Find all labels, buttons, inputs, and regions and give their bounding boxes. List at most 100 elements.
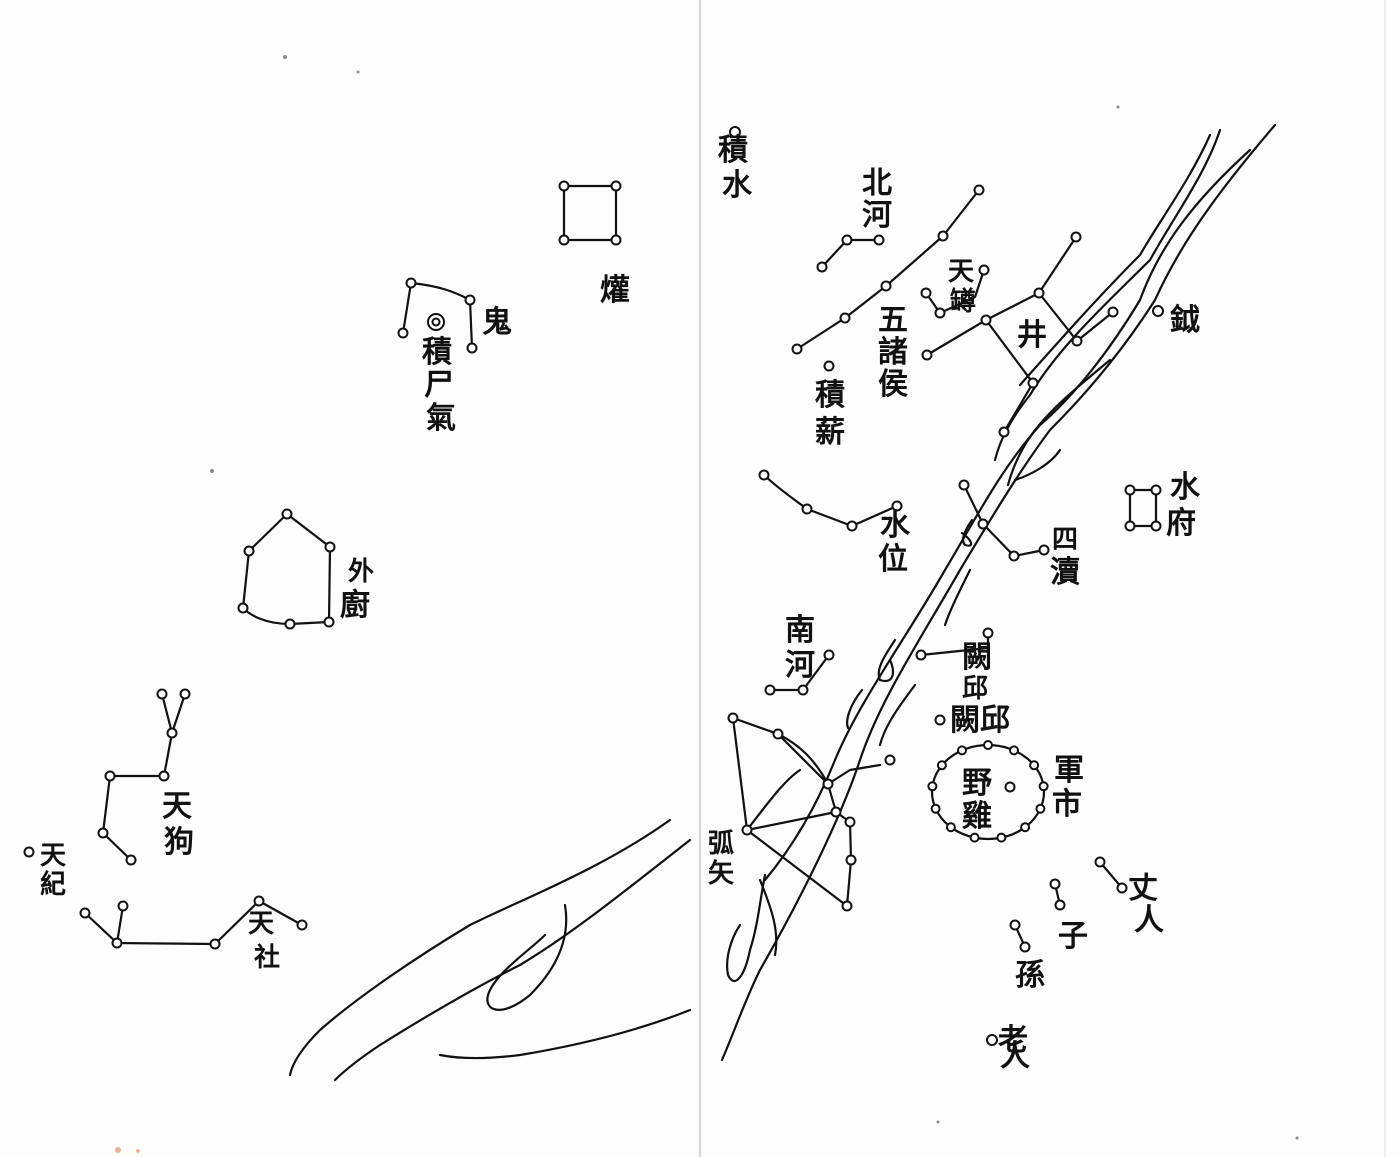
star-queqiu bbox=[982, 627, 994, 639]
star-junshi bbox=[1035, 803, 1046, 814]
paper-speck bbox=[936, 1120, 940, 1124]
asterism-sidu-lines bbox=[962, 483, 1046, 558]
label-jishiqi-1: 積 bbox=[422, 335, 452, 370]
star-sidu bbox=[977, 518, 989, 530]
star-yeji bbox=[1004, 781, 1016, 793]
star-junshi bbox=[996, 832, 1007, 843]
star-zhangren bbox=[1094, 856, 1106, 868]
star-junshi bbox=[1029, 760, 1040, 771]
label-nanhe-1: 南 bbox=[785, 613, 815, 648]
label-junshi-1: 軍 bbox=[1054, 753, 1084, 788]
star-jing bbox=[998, 426, 1010, 438]
label-jixin-1: 積 bbox=[815, 378, 845, 413]
asterism-junshi-ring bbox=[927, 740, 1049, 843]
star-huyi bbox=[822, 778, 834, 790]
asterism-shuifu-lines bbox=[1128, 488, 1158, 528]
star-shuiwei bbox=[758, 469, 770, 481]
label-zhangren-1: 丈 bbox=[1128, 871, 1158, 906]
star-shuifu bbox=[1150, 484, 1162, 496]
label-jishui-2: 水 bbox=[722, 168, 753, 203]
star-waichu bbox=[324, 541, 336, 553]
label-yeji-2: 雞 bbox=[962, 799, 992, 834]
label-shuifu-2: 府 bbox=[1166, 506, 1196, 541]
label-waichu-2: 廚 bbox=[340, 588, 370, 623]
paper-speck bbox=[136, 1149, 140, 1153]
label-tianzun-2: 罇 bbox=[950, 286, 976, 317]
label-queqiu-2: 邱 bbox=[962, 674, 988, 704]
label-shuiwei-2: 位 bbox=[878, 542, 908, 577]
paper-speck bbox=[1295, 1136, 1299, 1140]
star-laoren bbox=[986, 1034, 998, 1046]
label-tianji-2: 紀 bbox=[40, 869, 66, 900]
label-queqiu-1: 闕 bbox=[962, 640, 992, 675]
star-gui bbox=[397, 327, 409, 339]
star-wuzhuhou bbox=[973, 184, 985, 196]
star-waichu bbox=[243, 545, 255, 557]
star-beihe bbox=[816, 261, 828, 273]
star-jishiqi bbox=[427, 313, 445, 331]
label-jixin-2: 薪 bbox=[815, 415, 845, 450]
label-huyi-1: 弧 bbox=[708, 829, 734, 859]
label-laoren-2: 人 bbox=[1000, 1039, 1030, 1074]
star-tianji bbox=[23, 846, 35, 858]
label-jishiqi-3: 氣 bbox=[426, 401, 456, 436]
star-huyi bbox=[727, 712, 739, 724]
label-jishui-1: 積 bbox=[718, 133, 748, 168]
star-guan bbox=[558, 180, 570, 192]
label-shuifu-1: 水 bbox=[1170, 470, 1201, 505]
star-jishui bbox=[729, 126, 741, 138]
star-wuzhuhou bbox=[791, 343, 803, 355]
label-yeji-1: 野 bbox=[962, 766, 992, 801]
paper-speck bbox=[115, 1147, 121, 1153]
star-shuifu bbox=[1124, 484, 1136, 496]
label-laoren-1: 老 bbox=[998, 1023, 1028, 1058]
star-huyi bbox=[841, 900, 853, 912]
star-yue bbox=[1152, 305, 1164, 317]
star-junshi bbox=[957, 745, 967, 756]
star-junshi bbox=[1038, 781, 1049, 792]
star-tiangou bbox=[179, 688, 191, 700]
asterism-guan-lines bbox=[562, 184, 618, 242]
star-huyi bbox=[830, 806, 842, 818]
star-nanhe bbox=[764, 684, 776, 696]
label-tiangou-2: 狗 bbox=[164, 825, 194, 860]
star-jing bbox=[1027, 377, 1039, 389]
star-wuzhuhou bbox=[839, 312, 851, 324]
star-gui bbox=[464, 294, 476, 306]
label-wuzhuhou-2: 諸 bbox=[878, 335, 908, 370]
label-sun: 孫 bbox=[1015, 958, 1045, 993]
label-jing: 井 bbox=[1017, 318, 1047, 353]
star-jixin bbox=[823, 360, 835, 372]
star-guan bbox=[558, 234, 570, 246]
star-junshi bbox=[1009, 745, 1019, 756]
star-huyi bbox=[844, 816, 856, 828]
label-tianshe-1: 天 bbox=[248, 909, 274, 939]
star-jing bbox=[1107, 306, 1119, 318]
star-jing bbox=[921, 349, 933, 361]
star-wuzhuhou bbox=[880, 280, 892, 292]
label-beihe-1: 北 bbox=[862, 166, 892, 201]
label-guan: 爟 bbox=[600, 273, 630, 308]
star-tianshe bbox=[117, 900, 129, 912]
star-tiangou bbox=[104, 770, 116, 782]
star-jing bbox=[1033, 287, 1045, 299]
label-shuiwei-1: 水 bbox=[880, 508, 911, 543]
star-jishiqi-core bbox=[431, 317, 441, 327]
star-nanhe bbox=[797, 684, 809, 696]
label-gui: 鬼 bbox=[482, 305, 512, 340]
label-tianzun-1: 天 bbox=[948, 257, 974, 287]
star-huyi bbox=[741, 824, 753, 836]
asterism-zhangren-lines bbox=[1098, 860, 1124, 890]
star-zhangren bbox=[1116, 882, 1128, 894]
star-guan bbox=[610, 180, 622, 192]
label-tiangou-1: 天 bbox=[162, 789, 192, 824]
label-yue: 鉞 bbox=[1170, 303, 1200, 338]
star-tiangou bbox=[166, 727, 178, 739]
star-tiangou bbox=[97, 827, 109, 839]
star-shuifu bbox=[1124, 520, 1136, 532]
star-guan bbox=[610, 234, 622, 246]
star-tianzun bbox=[920, 287, 932, 299]
paper-speck bbox=[356, 70, 360, 74]
label-zhangren-2: 人 bbox=[1134, 903, 1164, 938]
star-labels: 積 水 北 河 爟 鬼 積 尸 氣 天 罇 五 諸 侯 井 鉞 積 薪 水 府 … bbox=[40, 133, 1201, 1074]
